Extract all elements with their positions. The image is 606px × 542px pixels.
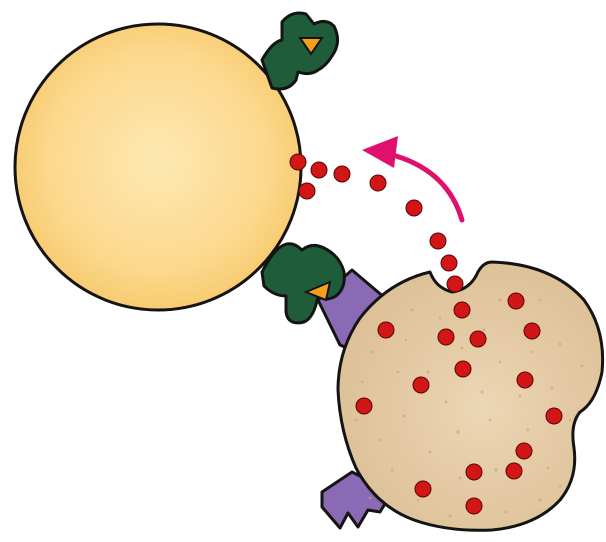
signal-molecule (415, 481, 431, 497)
signal-molecule (508, 293, 524, 309)
signal-molecule (466, 464, 482, 480)
signal-molecule (334, 166, 350, 182)
signal-molecule (506, 463, 522, 479)
signal-molecule (447, 276, 463, 292)
signal-molecule (516, 443, 532, 459)
arrow-head (362, 136, 398, 168)
signal-molecule (466, 498, 482, 514)
signal-molecule (454, 302, 470, 318)
signal-molecule (406, 200, 422, 216)
signal-molecule (290, 154, 306, 170)
signal-molecule (546, 408, 562, 424)
receptor-top (262, 13, 338, 89)
target-cell (15, 24, 301, 310)
signal-molecule (356, 398, 372, 414)
signal-molecule (455, 361, 471, 377)
signal-molecule (470, 331, 486, 347)
signal-molecule (430, 233, 446, 249)
signal-molecule (517, 372, 533, 388)
signal-molecule (299, 183, 315, 199)
signal-molecule (524, 323, 540, 339)
signal-molecule (378, 322, 394, 338)
signal-molecule (441, 255, 457, 271)
signal-molecule (438, 329, 454, 345)
signal-molecule (413, 377, 429, 393)
signal-molecule (370, 175, 386, 191)
signal-molecule (311, 162, 327, 178)
secreting-cell (338, 262, 603, 530)
